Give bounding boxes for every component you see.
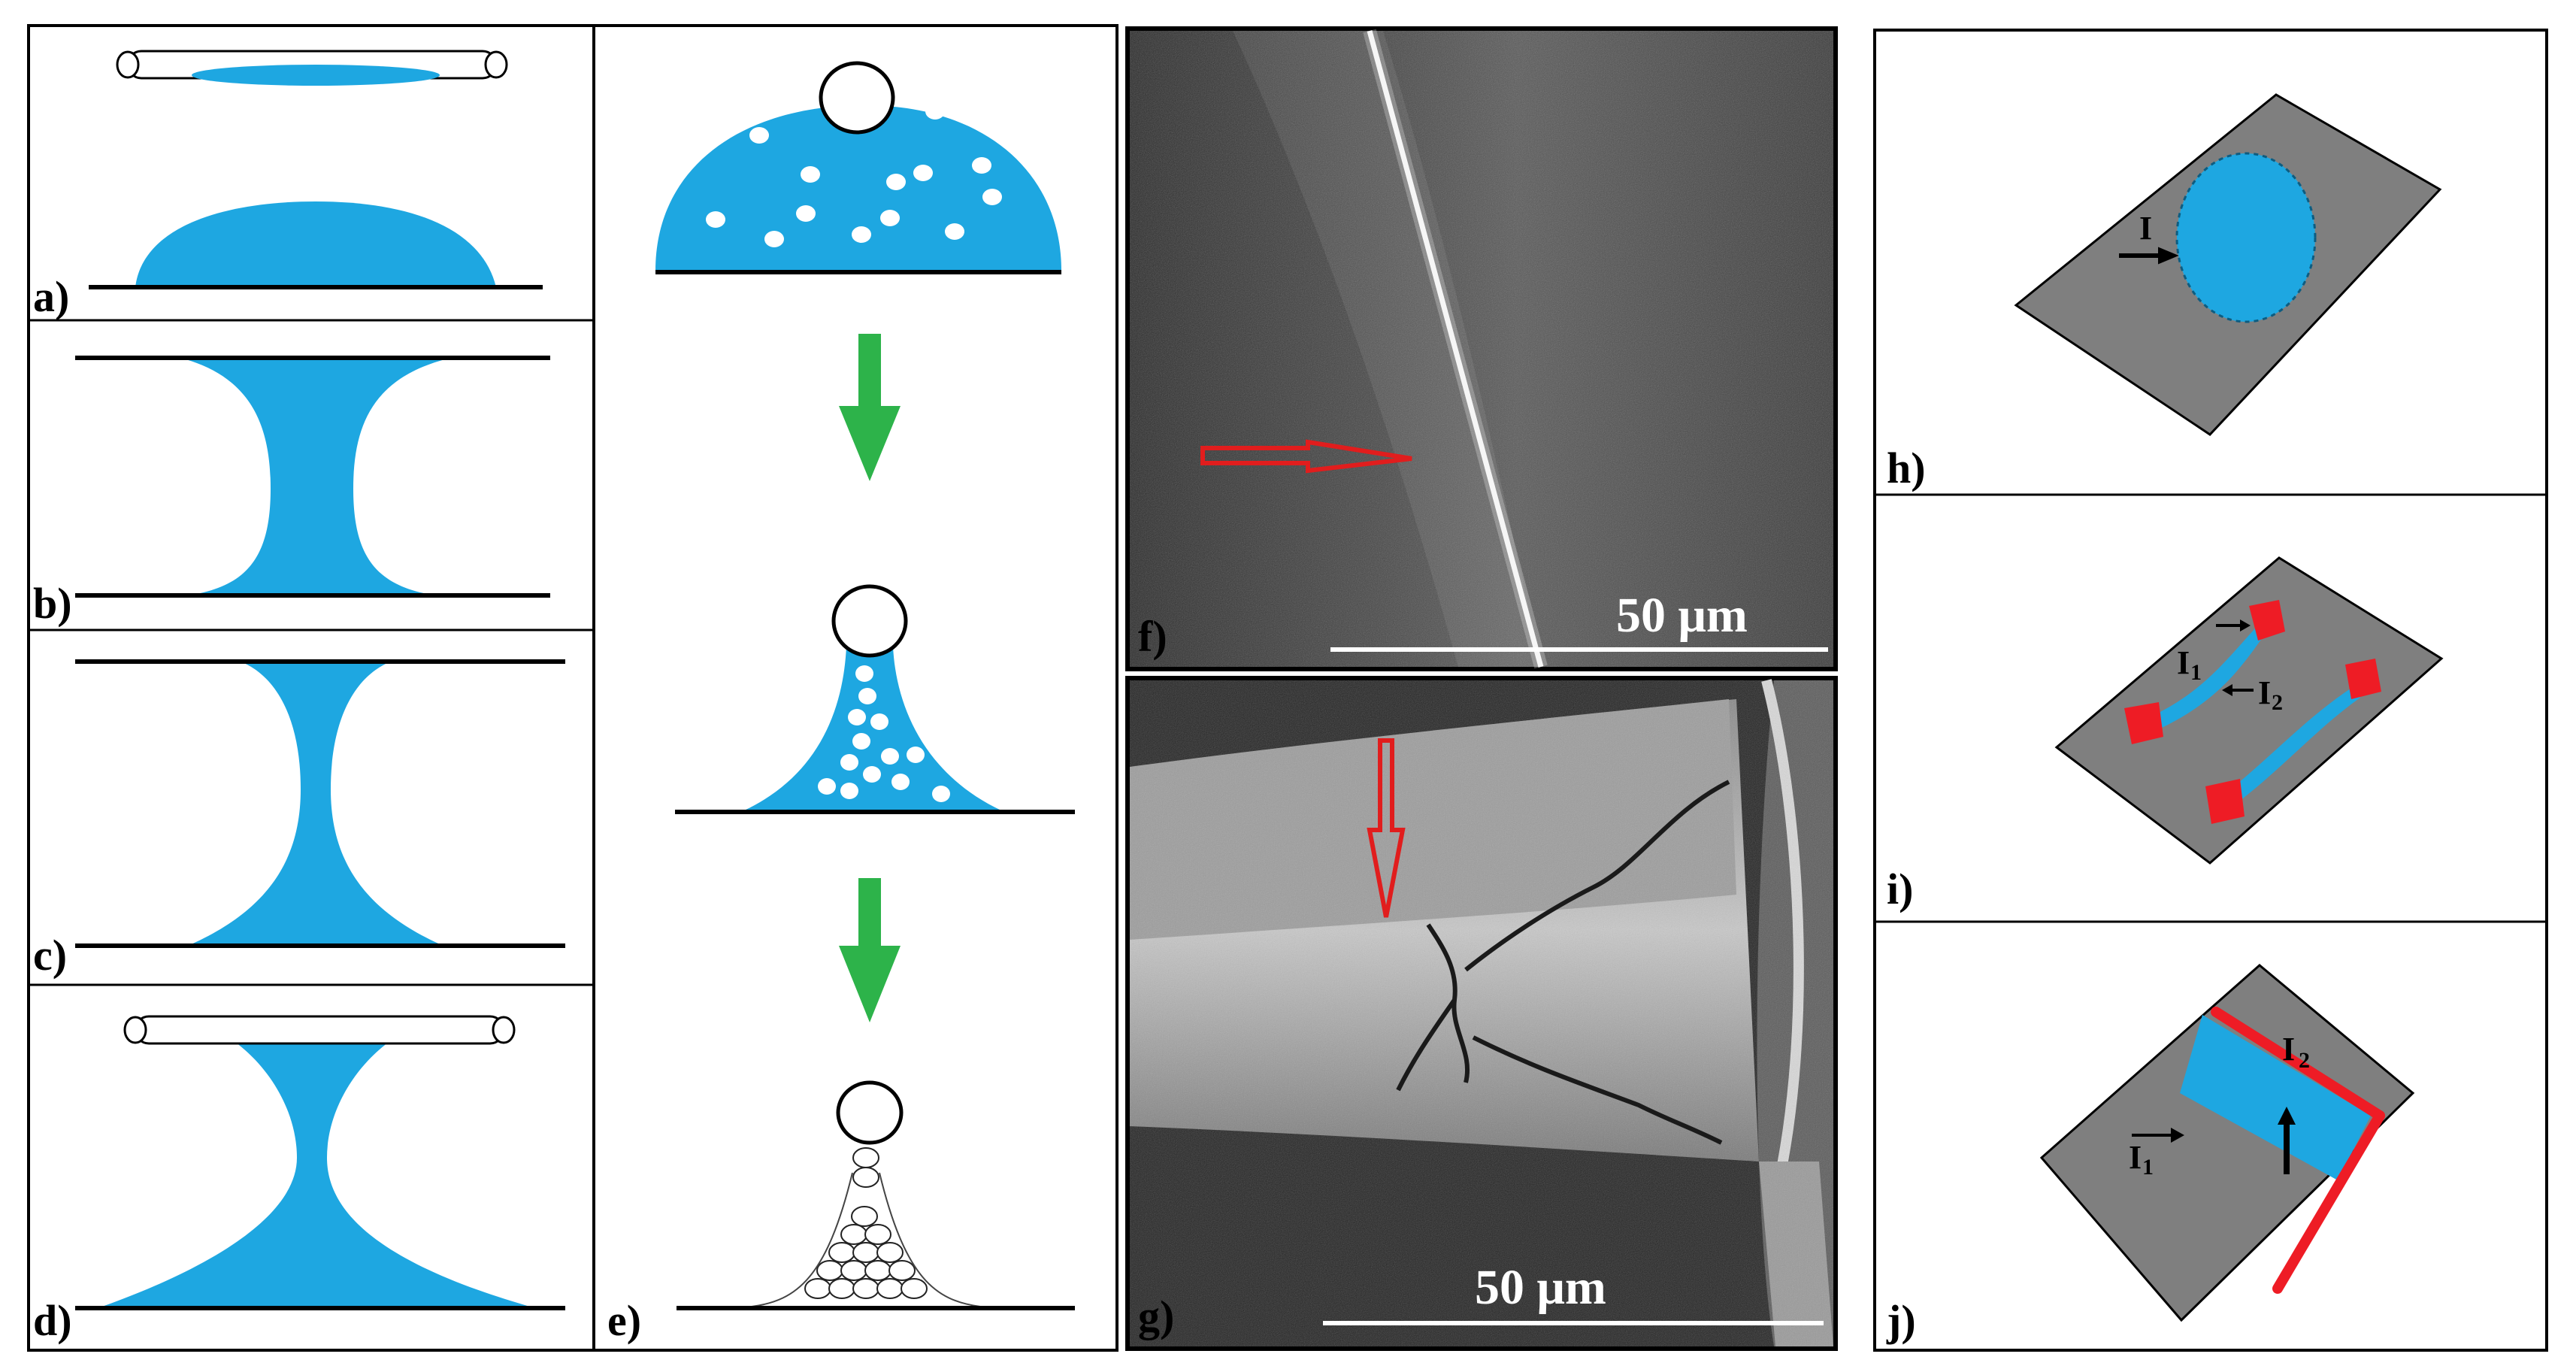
panel-label-b: b) bbox=[33, 579, 72, 628]
panel-label-c: c) bbox=[33, 931, 67, 980]
sphere-probe bbox=[836, 1080, 904, 1145]
electrode-pad bbox=[2249, 600, 2285, 641]
electrode-pad bbox=[2124, 702, 2163, 744]
bridge-particles bbox=[818, 665, 950, 802]
current-symbol-i: I bbox=[2139, 210, 2152, 247]
panel-g-sem: 50 μm g) bbox=[1125, 676, 1838, 1351]
red-electrode-side bbox=[2272, 1110, 2385, 1294]
thin-residue-curve bbox=[751, 1172, 981, 1307]
current-label-1: I bbox=[2177, 644, 2190, 681]
electrode-pad bbox=[2345, 659, 2381, 699]
particle-bridge bbox=[744, 647, 1001, 810]
arrow-down-icon bbox=[1367, 738, 1406, 918]
panel-label-e: e) bbox=[607, 1296, 641, 1345]
panel-label-h: h) bbox=[1887, 444, 1926, 492]
bright-fiber-glow bbox=[1363, 29, 1548, 669]
rod-end-right bbox=[492, 1016, 516, 1044]
arrow-down-icon bbox=[839, 878, 901, 1022]
thin-film-on-rod bbox=[192, 65, 440, 86]
arrow-left-icon bbox=[2222, 684, 2254, 696]
red-electrode-top bbox=[2211, 1007, 2385, 1121]
arrow-up-icon bbox=[2278, 1107, 2296, 1174]
panel-h-plate-droplet: I h) bbox=[1887, 93, 2442, 492]
panel-c-liquid-bridge: c) bbox=[33, 659, 565, 980]
panel-b-liquid-bridge: b) bbox=[33, 356, 550, 628]
panel-label-f: f) bbox=[1138, 612, 1167, 661]
current-sub-1: 1 bbox=[2142, 1155, 2154, 1180]
panel-frame-right bbox=[1873, 29, 2548, 1352]
current-sub-2: 2 bbox=[2272, 690, 2283, 715]
current-label-2: I bbox=[2258, 674, 2271, 711]
panel-label-g: g) bbox=[1138, 1292, 1174, 1340]
arrow-down-icon bbox=[839, 334, 901, 481]
crack bbox=[1396, 780, 1730, 1145]
current-sub-2: 2 bbox=[2299, 1048, 2310, 1073]
suspended-particles bbox=[706, 103, 1002, 247]
arrow-right-icon bbox=[1200, 439, 1412, 474]
panel-e-particle-sequence: e) bbox=[592, 24, 1118, 1352]
rod-top bbox=[134, 1015, 505, 1045]
arrow-right-icon bbox=[2119, 247, 2179, 265]
current-sub-1: 1 bbox=[2190, 660, 2202, 685]
panel-label-a: a) bbox=[33, 272, 69, 321]
sphere-probe bbox=[831, 584, 908, 658]
liquid-film bbox=[2180, 1015, 2371, 1180]
panel-label-d: d) bbox=[33, 1296, 72, 1345]
scale-bar-label: 50 μm bbox=[1616, 588, 1748, 643]
column-right-panels bbox=[1873, 29, 2548, 1352]
electrode-pad bbox=[2205, 779, 2245, 824]
rod-end-right bbox=[484, 50, 508, 79]
liquid-bridge-b bbox=[180, 358, 451, 595]
fiber-edge-shading bbox=[1233, 31, 1541, 667]
current-label-1: I bbox=[2129, 1139, 2142, 1176]
sessile-droplet bbox=[135, 201, 496, 287]
sem-texture-f bbox=[1130, 31, 1833, 667]
panel-a-droplet: a) bbox=[33, 50, 543, 321]
gray-plate bbox=[2039, 964, 2415, 1322]
rod-end-left bbox=[116, 50, 140, 79]
panel-label-i: i) bbox=[1887, 865, 1913, 913]
liquid-filament-upper bbox=[2153, 628, 2263, 728]
particle-pile bbox=[804, 1147, 928, 1299]
liquid-filament-lower bbox=[2214, 687, 2360, 812]
arrow-right-icon bbox=[2132, 1128, 2184, 1143]
sphere-probe bbox=[819, 61, 895, 135]
scale-bar-label: 50 μm bbox=[1475, 1260, 1606, 1315]
panel-i-electrodes: I 1 I 2 i) bbox=[1887, 556, 2444, 913]
rod-end-left bbox=[123, 1016, 147, 1044]
arrow-right-icon bbox=[2216, 619, 2251, 631]
panel-j-corner-electrode: I 2 I 1 j) bbox=[1886, 964, 2415, 1345]
panel-f-sem: 50 μm f) bbox=[1125, 26, 1838, 671]
liquid-bridge-d bbox=[98, 1040, 535, 1308]
panel-d-liquid-bridge: d) bbox=[33, 1015, 565, 1345]
panel-frame-e bbox=[592, 24, 1118, 1352]
droplet-top-view bbox=[2175, 152, 2317, 323]
panel-label-j: j) bbox=[1886, 1296, 1916, 1345]
gray-plate bbox=[2054, 556, 2444, 865]
current-label-2: I bbox=[2282, 1031, 2295, 1068]
bright-fiber-line bbox=[1367, 30, 1544, 668]
liquid-bridge-c bbox=[188, 662, 443, 946]
